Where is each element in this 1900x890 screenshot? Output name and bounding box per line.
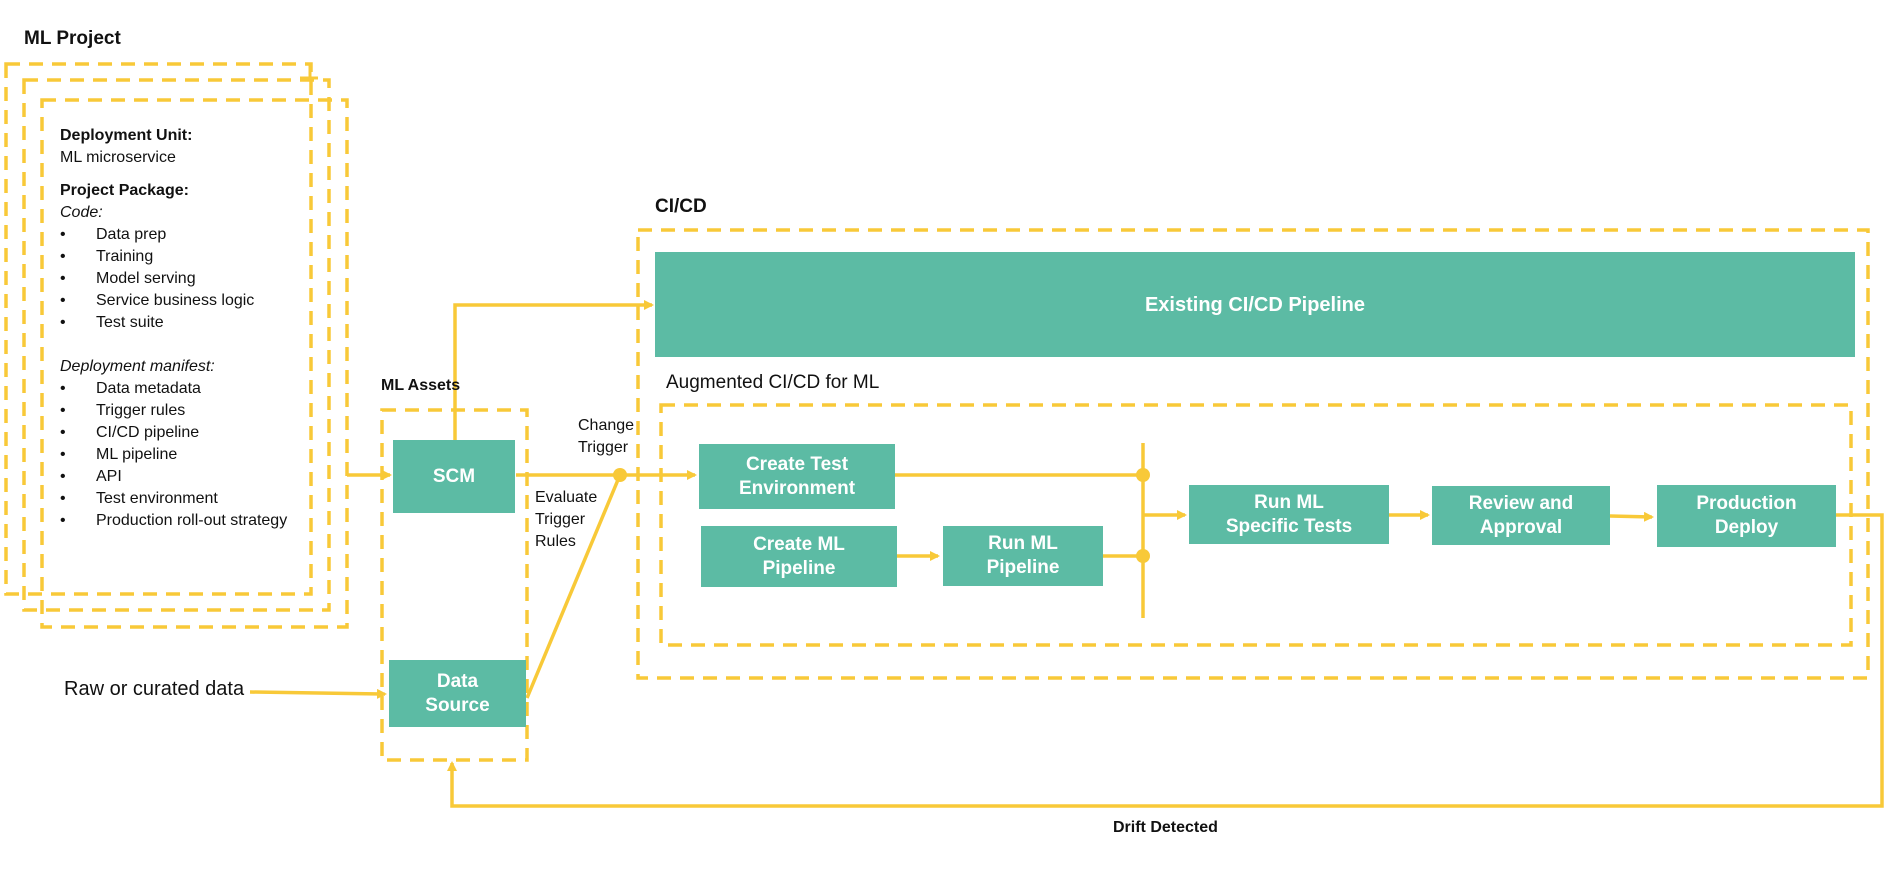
trigger-junction-dot — [613, 468, 627, 482]
create-test-environment-box: Create Test Environment — [699, 444, 895, 509]
augmented-frame — [659, 403, 1853, 647]
line-datasource-to-trigger — [525, 474, 622, 699]
project-package-heading: Project Package: — [60, 182, 189, 199]
manifest-list: Data metadata Trigger rules CI/CD pipeli… — [60, 378, 350, 532]
arrow-review-to-prod — [1609, 511, 1654, 522]
merge-dot-top — [1136, 468, 1150, 482]
project-package-panel: Deployment Unit: ML microservice Project… — [60, 125, 350, 532]
cicd-frame — [636, 228, 1870, 680]
list-item: Test environment — [60, 488, 350, 510]
drift-detected-label: Drift Detected — [1113, 819, 1218, 836]
list-item: API — [60, 466, 350, 488]
scm-box: SCM — [393, 440, 515, 513]
list-item: Service business logic — [60, 290, 350, 312]
ml-assets-title: ML Assets — [381, 377, 461, 394]
ml-project-title: ML Project — [24, 28, 121, 49]
raw-data-label: Raw or curated data — [64, 678, 245, 700]
data-source-box: Data Source — [389, 660, 526, 727]
code-heading: Code: — [60, 204, 103, 221]
review-and-approval-box: Review and Approval — [1432, 486, 1610, 545]
list-item: CI/CD pipeline — [60, 422, 350, 444]
production-deploy-box: Production Deploy — [1657, 485, 1836, 547]
manifest-heading: Deployment manifest: — [60, 358, 215, 375]
code-list: Data prep Training Model serving Service… — [60, 224, 350, 334]
create-ml-pipeline-box: Create ML Pipeline — [701, 526, 897, 587]
list-item: Data prep — [60, 224, 350, 246]
list-item: Production roll-out strategy — [60, 510, 350, 532]
arrow-raw-to-datasource — [249, 688, 387, 699]
ml-project-frame-mid — [22, 78, 331, 612]
list-item: Data metadata — [60, 378, 350, 400]
existing-cicd-pipeline-box: Existing CI/CD Pipeline — [655, 252, 1855, 357]
deployment-unit-heading: Deployment Unit: — [60, 127, 193, 144]
arrow-drift-loop — [447, 513, 1884, 808]
ml-project-frame-back — [4, 62, 313, 596]
run-ml-specific-tests-box: Run ML Specific Tests — [1189, 485, 1389, 544]
evaluate-trigger-rules-label: Evaluate Trigger Rules — [535, 489, 598, 550]
list-item: Training — [60, 246, 350, 268]
run-ml-pipeline-box: Run ML Pipeline — [943, 526, 1103, 586]
list-item: Trigger rules — [60, 400, 350, 422]
list-item: ML pipeline — [60, 444, 350, 466]
cicd-title: CI/CD — [655, 196, 707, 217]
merge-dot-bottom — [1136, 549, 1150, 563]
list-item: Model serving — [60, 268, 350, 290]
change-trigger-label: Change Trigger — [578, 417, 635, 456]
augmented-cicd-title: Augmented CI/CD for ML — [666, 372, 880, 393]
deployment-unit-value: ML microservice — [60, 149, 176, 166]
arrow-scm-to-existing — [453, 300, 654, 440]
list-item: Test suite — [60, 312, 350, 334]
